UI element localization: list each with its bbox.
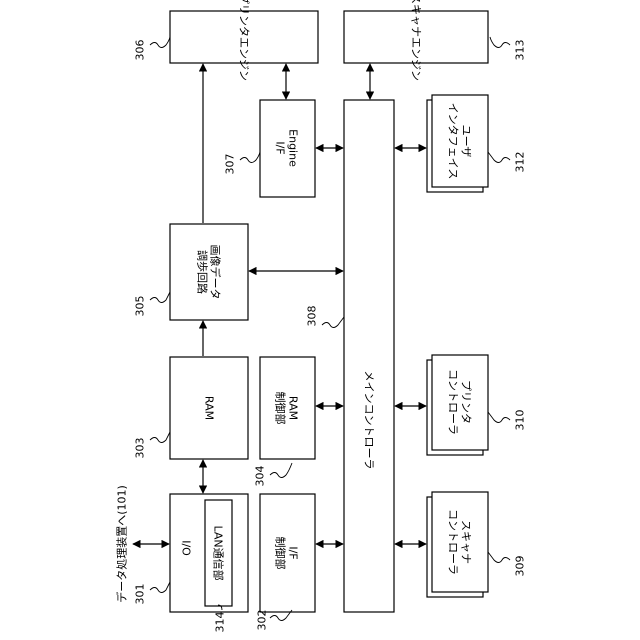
ref-314: 314 — [214, 612, 227, 633]
label-line: プリンタ — [460, 380, 473, 424]
ref-302: 302 — [256, 610, 269, 631]
label-line: 制御部 — [274, 537, 288, 570]
ref-304: 304 — [254, 466, 267, 487]
ref-306: 306 — [134, 40, 147, 61]
leader-307 — [240, 152, 260, 163]
label-line: ユーザ — [460, 125, 473, 158]
leader-304 — [270, 463, 292, 478]
ref-309: 309 — [514, 556, 527, 577]
scanner-engine-label: スキャナエンジン — [410, 0, 423, 81]
label-line: RAM — [287, 396, 300, 420]
main-controller-box — [344, 100, 394, 612]
ram-label: RAM — [203, 396, 216, 420]
leader-313 — [490, 37, 510, 48]
label-line: 調歩回路 — [196, 250, 210, 294]
ref-310: 310 — [514, 410, 527, 431]
leader-306 — [150, 37, 170, 48]
label-line: 制御部 — [274, 392, 288, 425]
main-controller-label: メインコントローラ — [363, 371, 376, 470]
ref-308: 308 — [306, 306, 319, 327]
leader-309 — [488, 552, 510, 563]
printer-engine-label: プリンタエンジン — [238, 0, 251, 81]
label-line: I/F — [287, 546, 300, 559]
leader-305 — [150, 292, 170, 303]
ref-303: 303 — [134, 438, 147, 459]
label-line: インタフェイス — [447, 103, 460, 180]
ref-312: 312 — [514, 152, 527, 173]
leader-312 — [488, 152, 510, 163]
ref-301: 301 — [134, 584, 147, 605]
label-line: コントローラ — [447, 509, 460, 575]
ref-305: 305 — [134, 296, 147, 317]
leader-301 — [150, 582, 170, 593]
label-line: コントローラ — [447, 369, 460, 435]
io-label: I/O — [180, 540, 193, 556]
ram-control-label: RAM制御部 — [274, 392, 300, 425]
image-circuit-label: 画像データ調歩回路 — [196, 245, 223, 300]
label-line: I/F — [274, 141, 287, 154]
leader-303 — [150, 432, 170, 443]
leader-308 — [322, 317, 344, 328]
external-label: データ処理装置へ(101) — [115, 485, 129, 603]
leader-310 — [488, 412, 510, 423]
lan-label: LAN通信部 — [212, 525, 226, 580]
label-line: 画像データ — [209, 245, 223, 300]
label-line: Engine — [287, 129, 300, 167]
label-line: スキャナ — [460, 520, 473, 564]
ref-307: 307 — [224, 154, 237, 175]
ref-313: 313 — [514, 40, 527, 61]
